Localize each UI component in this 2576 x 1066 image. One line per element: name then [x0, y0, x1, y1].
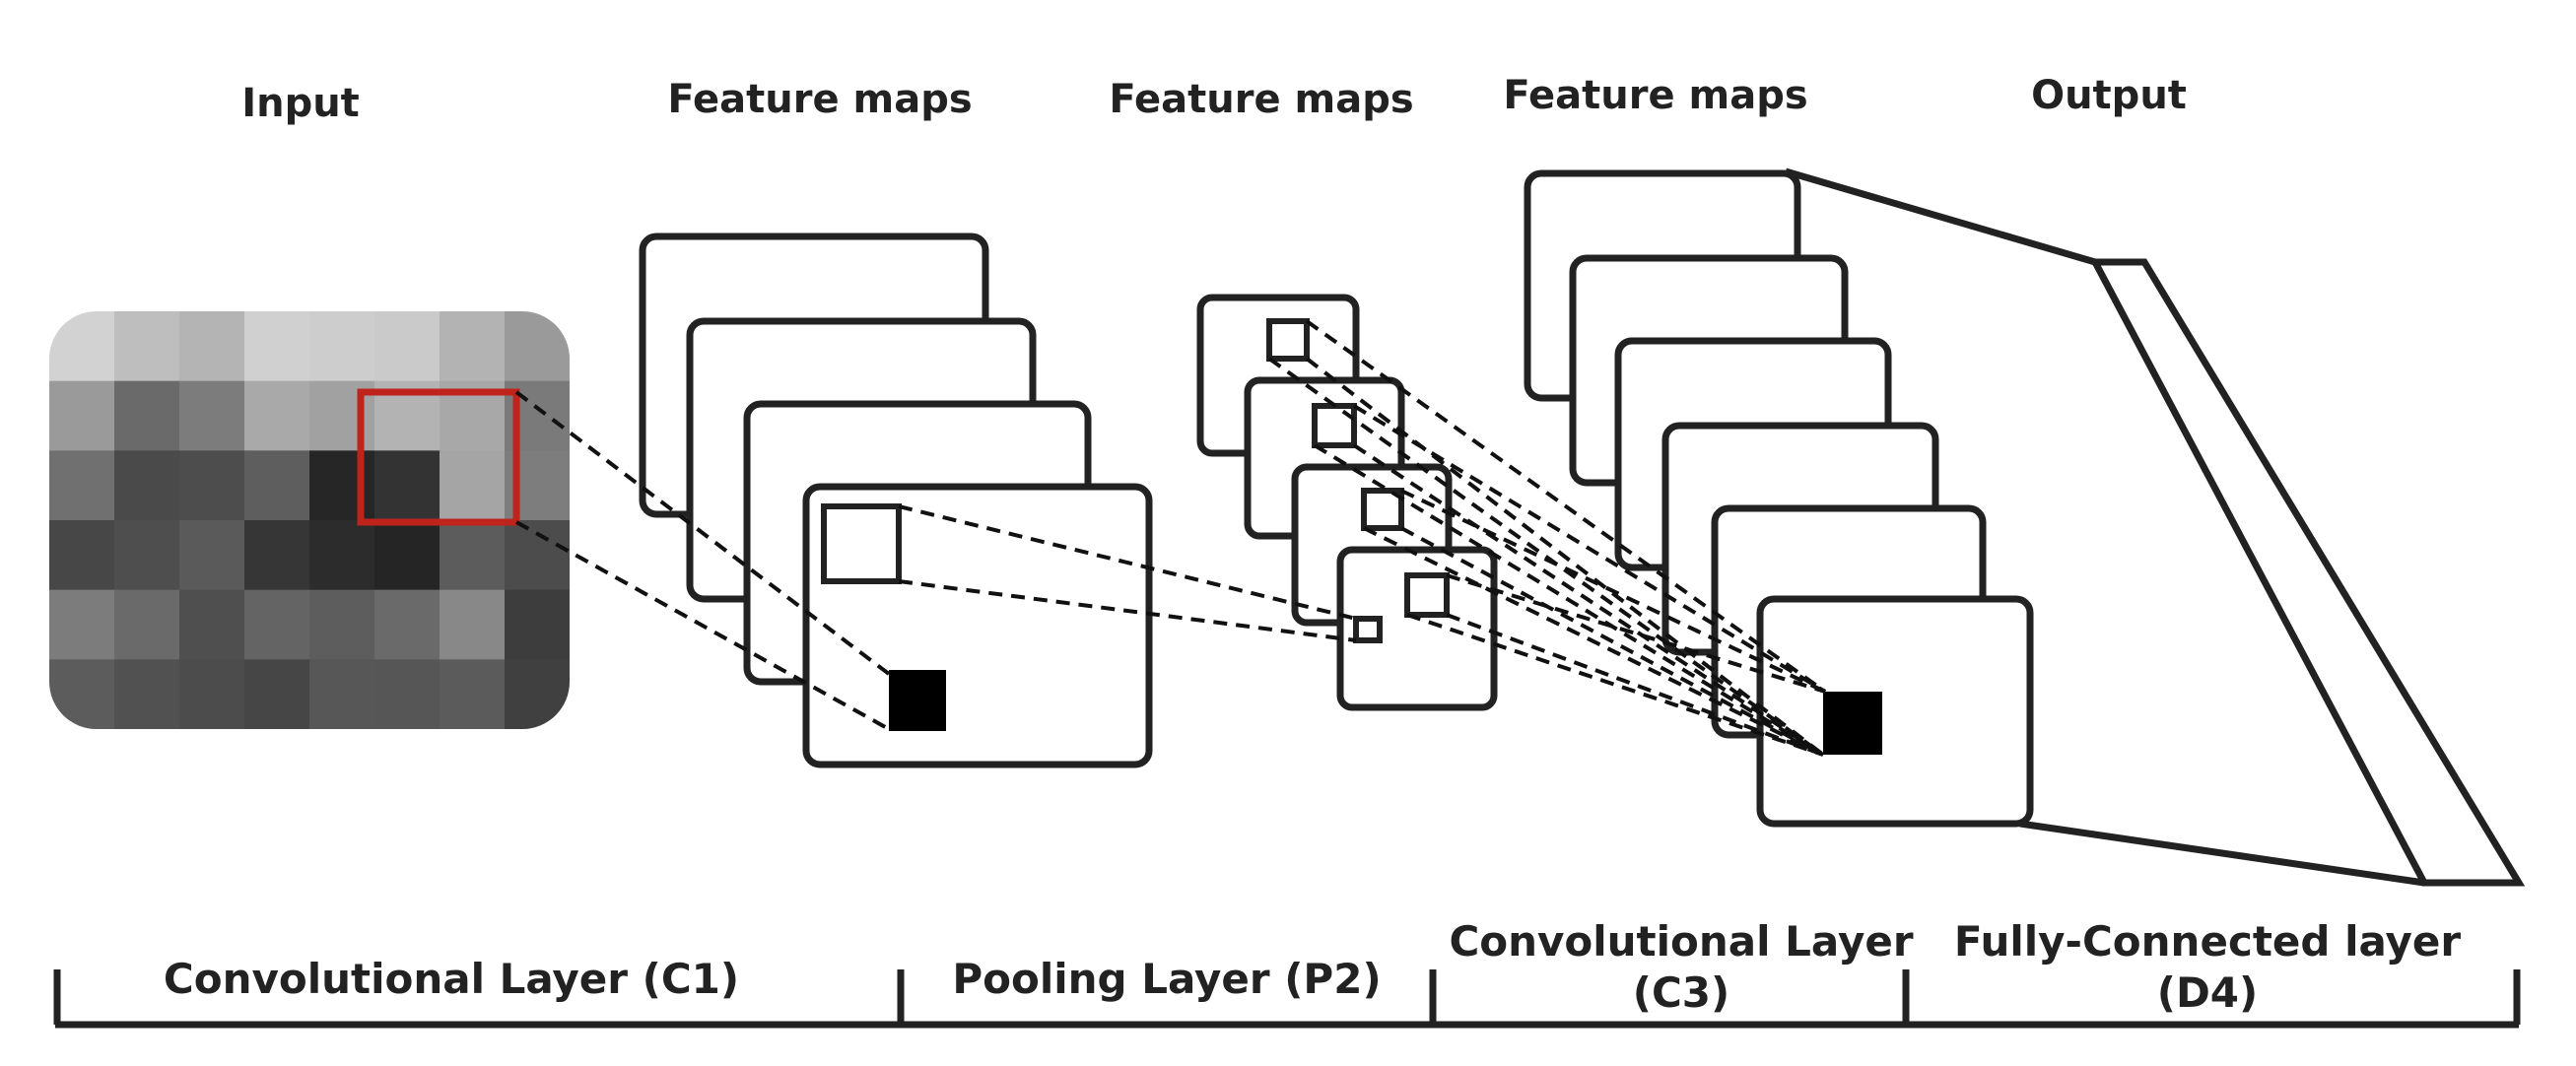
input-pixel — [49, 589, 115, 660]
receptive-field-window — [357, 388, 520, 526]
input-pixel — [49, 520, 115, 591]
heading-feature-maps-p2: Feature maps — [1109, 77, 1413, 122]
layer-label-c3-line1: Convolutional Layer — [1449, 917, 1913, 966]
projection-line-top — [1785, 167, 2096, 266]
input-pixel — [49, 380, 115, 451]
input-pixel — [244, 589, 310, 660]
connection-lines — [514, 319, 1827, 757]
conv-window — [1361, 488, 1404, 531]
input-pixel — [440, 520, 506, 591]
input-pixel — [374, 311, 441, 382]
input-pixel — [309, 520, 375, 591]
pooled-neuron — [1353, 616, 1383, 643]
conv-window — [1266, 318, 1310, 362]
input-pixel — [374, 450, 441, 521]
feature-map-c3 — [1756, 595, 2034, 828]
input-pixel — [114, 659, 180, 729]
input-pixel — [244, 450, 310, 521]
input-pixel — [179, 311, 245, 382]
input-pixel — [49, 311, 115, 382]
layer-label-d4-line1: Fully-Connected layer — [1954, 917, 2462, 966]
output-neuron-c1 — [889, 670, 946, 731]
input-pixel — [114, 589, 180, 660]
input-pixel — [114, 450, 180, 521]
input-pixel — [505, 589, 570, 660]
pooling-window — [821, 503, 902, 584]
feature-maps-p2-stack — [1196, 294, 1498, 711]
layer-label-c3-line2: (C3) — [1633, 968, 1729, 1017]
input-pixel — [309, 450, 375, 521]
input-pixel — [179, 659, 245, 729]
feature-maps-c1-stack — [639, 233, 1153, 768]
fully-connected-output — [1785, 167, 2526, 887]
feature-map-c1 — [802, 483, 1153, 768]
output-vector — [2089, 258, 2526, 887]
heading-feature-maps-c1: Feature maps — [667, 77, 972, 122]
input-pixel — [114, 520, 180, 591]
heading-output: Output — [2031, 73, 2187, 118]
input-pixel — [244, 659, 310, 729]
input-pixel — [309, 589, 375, 660]
input-pixel — [309, 311, 375, 382]
input-pixel — [440, 589, 506, 660]
input-pixel — [49, 659, 115, 729]
input-pixel — [244, 380, 310, 451]
input-pixel — [374, 589, 441, 660]
input-pixel — [244, 520, 310, 591]
input-pixel — [49, 450, 115, 521]
projection-line-bottom — [2019, 820, 2425, 887]
input-pixel — [179, 520, 245, 591]
input-pixel — [505, 520, 570, 591]
input-pixel — [179, 380, 245, 451]
input-pixel — [114, 311, 180, 382]
heading-feature-maps-c3: Feature maps — [1503, 73, 1807, 118]
input-pixel — [505, 659, 570, 729]
input-pixel — [179, 589, 245, 660]
layer-label-c1: Convolutional Layer (C1) — [164, 955, 739, 1003]
pooled-map — [1336, 546, 1498, 711]
input-pixel — [440, 450, 506, 521]
input-pixel — [374, 659, 441, 729]
layer-label-p2: Pooling Layer (P2) — [952, 955, 1381, 1003]
input-pixel — [505, 311, 570, 382]
input-pixel — [179, 450, 245, 521]
input-pixel — [114, 380, 180, 451]
heading-input: Input — [241, 81, 360, 126]
input-pixel — [440, 311, 506, 382]
input-pixel — [244, 311, 310, 382]
conv-window — [1404, 572, 1450, 618]
layer-label-d4-line2: (D4) — [2157, 968, 2258, 1017]
input-pixel — [309, 659, 375, 729]
layer-bracket — [53, 969, 2521, 1029]
input-pixel — [374, 520, 441, 591]
output-neuron-c3 — [1823, 692, 1882, 755]
input-pixel — [440, 659, 506, 729]
